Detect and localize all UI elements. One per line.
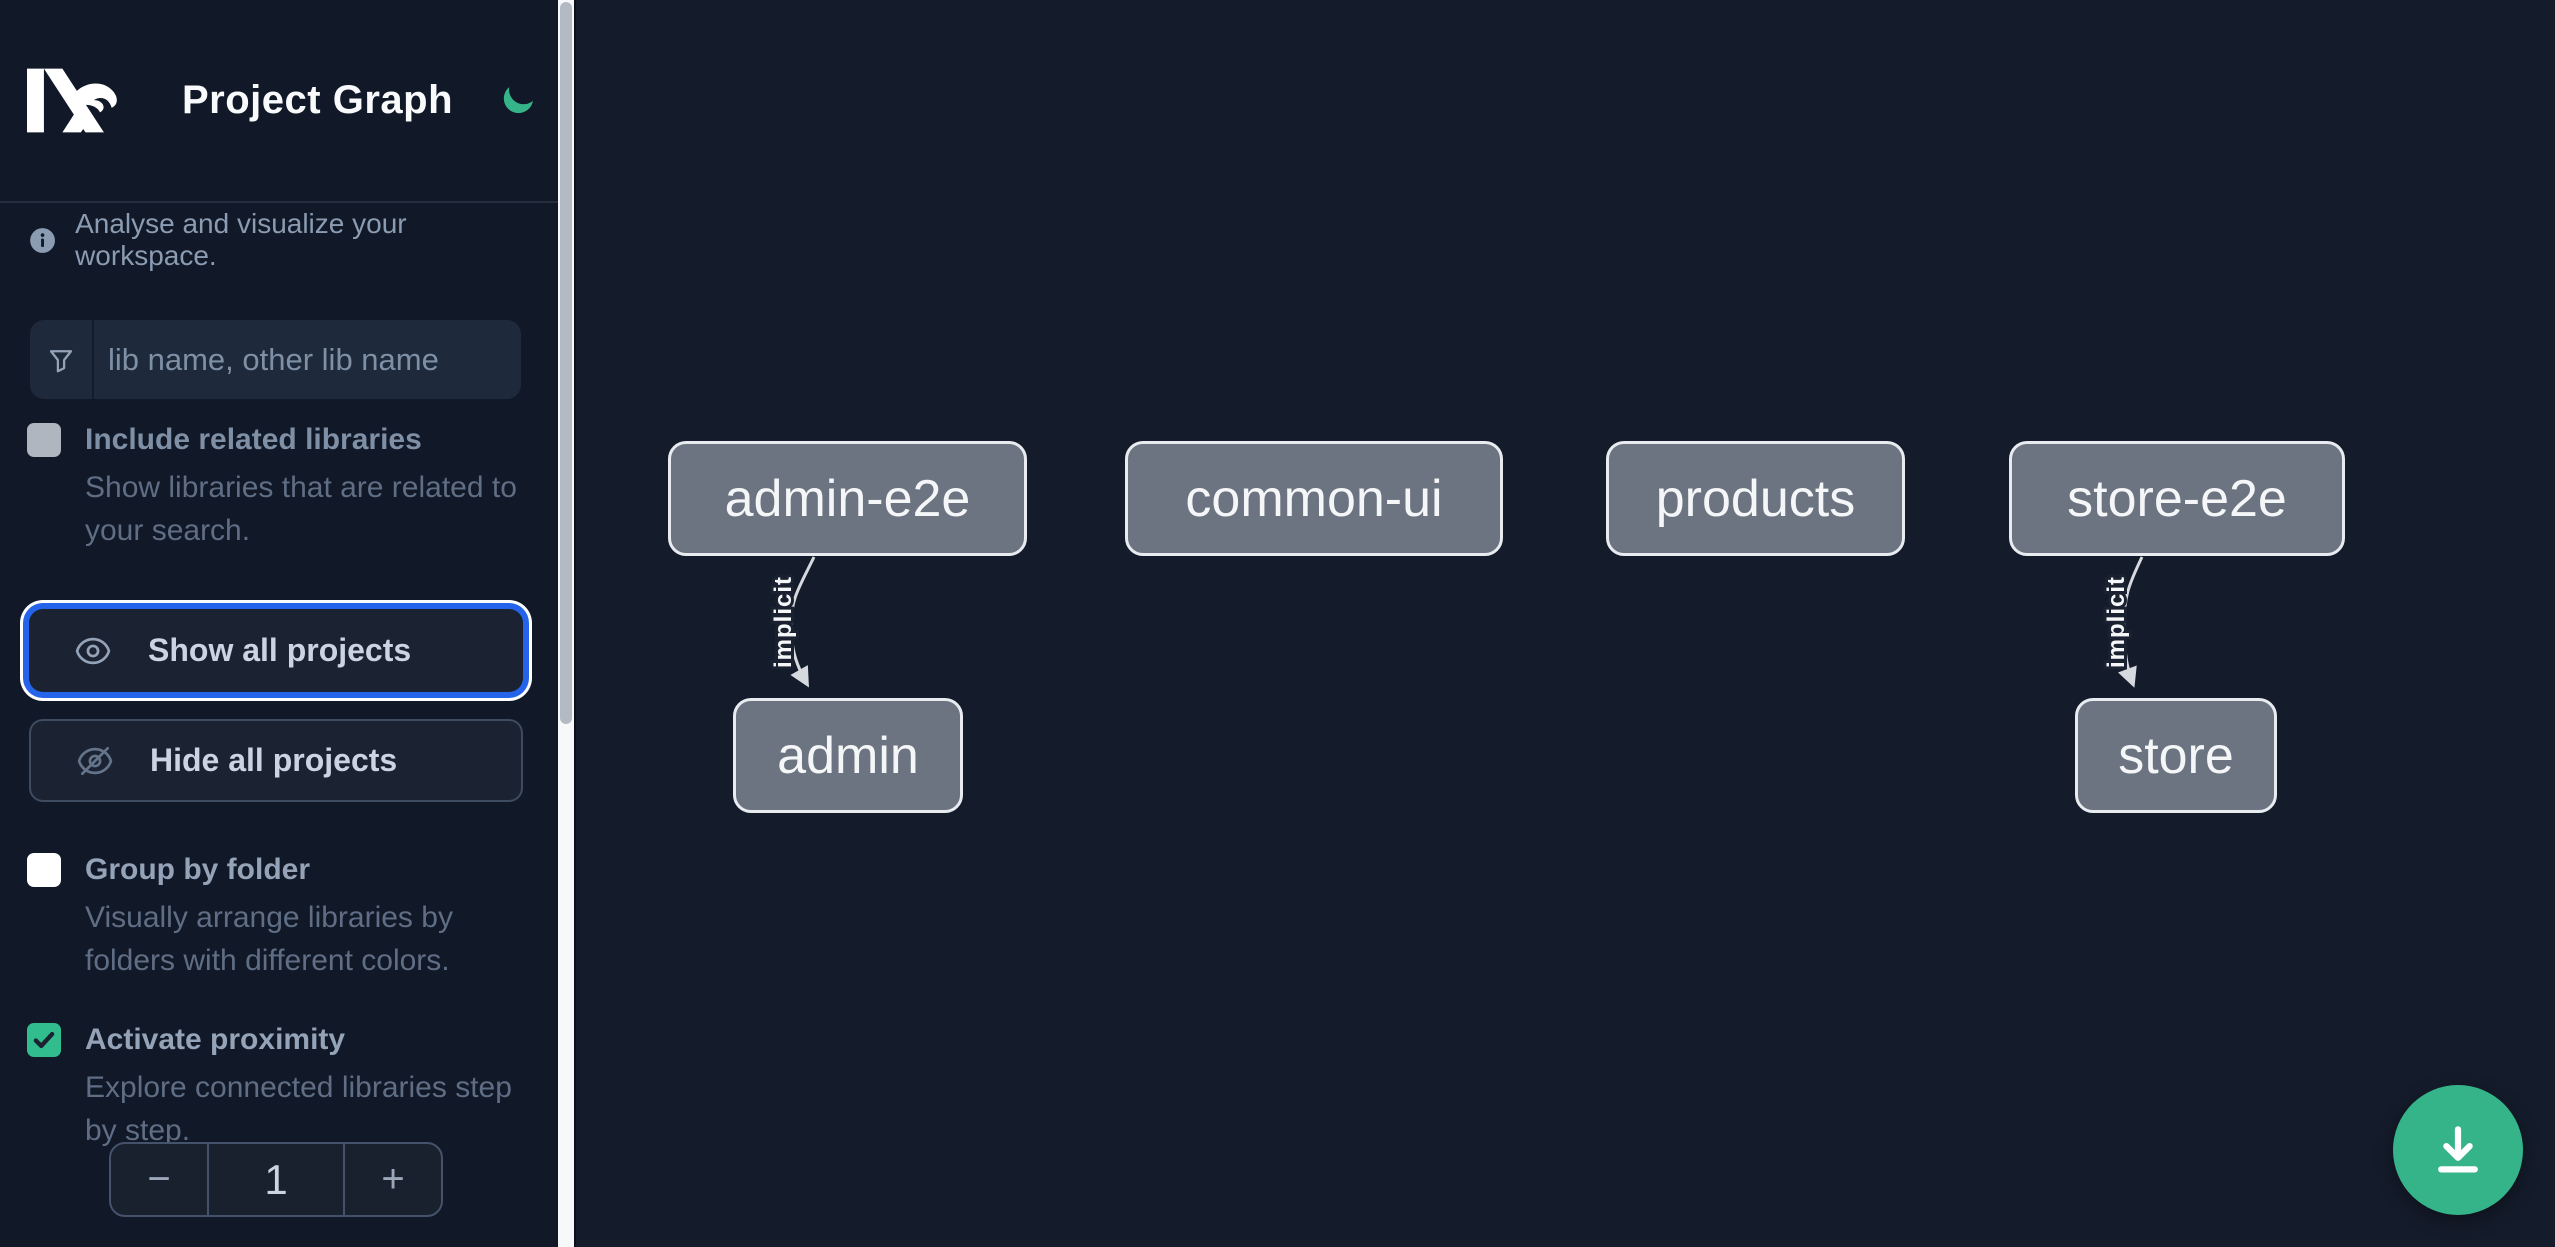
nx-logo bbox=[27, 68, 117, 133]
sidebar: Project Graph Analyse and visualize your… bbox=[0, 0, 574, 1247]
download-icon bbox=[2438, 1126, 2478, 1173]
graph-edges-layer: implicit implicit bbox=[767, 556, 2144, 688]
proximity-decrement-button[interactable]: − bbox=[111, 1144, 207, 1215]
workspace-tagline: Analyse and visualize your workspace. bbox=[75, 208, 407, 271]
download-graph-button[interactable] bbox=[2393, 1085, 2523, 1215]
info-icon bbox=[30, 227, 55, 253]
proximity-value: 1 bbox=[207, 1144, 345, 1215]
proximity-stepper: − 1 + bbox=[109, 1142, 443, 1217]
theme-toggle-button[interactable] bbox=[497, 81, 537, 121]
graph-node-admin-e2e[interactable]: admin-e2e bbox=[668, 441, 1027, 556]
option-group-by-folder: Group by folder Visually arrange librari… bbox=[27, 851, 526, 982]
sidebar-scrollbar[interactable] bbox=[558, 0, 574, 1247]
graph-node-admin[interactable]: admin bbox=[733, 698, 963, 813]
include-related-checkbox[interactable] bbox=[27, 423, 61, 457]
group-by-folder-description: Visually arrange libraries by folders wi… bbox=[85, 901, 453, 977]
proximity-increment-button[interactable]: + bbox=[345, 1144, 441, 1215]
include-related-description: Show libraries that are related to your … bbox=[85, 471, 517, 547]
eye-icon bbox=[75, 637, 111, 664]
group-by-folder-label: Group by folder bbox=[85, 853, 310, 886]
edge-label-implicit-store: implicit bbox=[2103, 576, 2130, 668]
option-activate-proximity: Activate proximity Explore connected lib… bbox=[27, 1021, 526, 1152]
filter-input[interactable] bbox=[94, 320, 521, 399]
page-title: Project Graph bbox=[182, 78, 454, 122]
activate-proximity-label: Activate proximity bbox=[85, 1023, 346, 1056]
edge-label-implicit-admin: implicit bbox=[770, 576, 797, 668]
include-related-label: Include related libraries bbox=[85, 423, 422, 456]
graph-node-common-ui[interactable]: common-ui bbox=[1125, 441, 1503, 556]
filter-icon bbox=[49, 349, 73, 372]
edge-store-e2e-to-store[interactable] bbox=[2118, 556, 2144, 688]
show-all-projects-button[interactable]: Show all projects bbox=[29, 609, 523, 692]
option-include-related: Include related libraries Show libraries… bbox=[27, 421, 526, 552]
filter-box bbox=[30, 320, 521, 399]
graph-node-products[interactable]: products bbox=[1606, 441, 1905, 556]
sidebar-scrollbar-thumb[interactable] bbox=[560, 2, 572, 724]
hide-all-projects-button[interactable]: Hide all projects bbox=[29, 719, 523, 802]
check-icon bbox=[33, 1031, 55, 1049]
eye-off-icon bbox=[77, 746, 113, 775]
activate-proximity-description: Explore connected libraries step by step… bbox=[85, 1071, 512, 1147]
activate-proximity-checkbox[interactable] bbox=[27, 1023, 61, 1057]
edge-admin-e2e-to-admin[interactable] bbox=[789, 556, 816, 688]
graph-node-store[interactable]: store bbox=[2075, 698, 2277, 813]
project-graph-canvas[interactable]: implicit implicit admin-e2e common-ui pr… bbox=[574, 0, 2555, 1247]
hide-all-projects-label: Hide all projects bbox=[150, 742, 398, 778]
sidebar-header: Project Graph bbox=[0, 0, 558, 203]
moon-icon bbox=[503, 86, 533, 113]
filter-icon-cell bbox=[30, 320, 94, 399]
graph-node-store-e2e[interactable]: store-e2e bbox=[2009, 441, 2345, 556]
show-all-projects-label: Show all projects bbox=[148, 632, 412, 668]
workspace-tagline-row: Analyse and visualize your workspace. bbox=[29, 208, 524, 272]
group-by-folder-checkbox[interactable] bbox=[27, 853, 61, 887]
